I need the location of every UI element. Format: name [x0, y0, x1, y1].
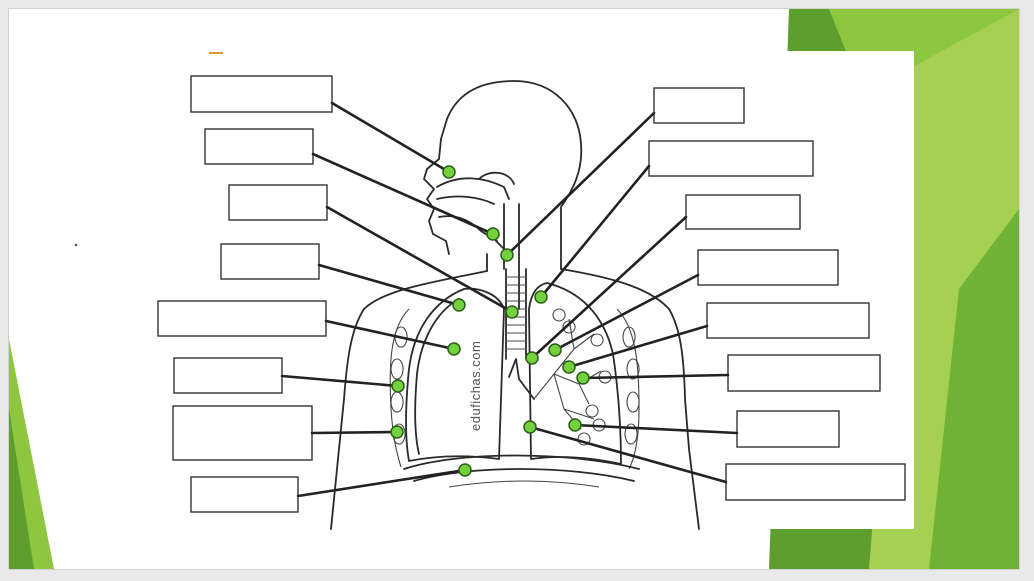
label-box[interactable]: [174, 358, 282, 393]
marker-dot: [487, 228, 499, 240]
marker-dot: [526, 352, 538, 364]
marker-dot: [524, 421, 536, 433]
marker-dot: [391, 426, 403, 438]
slide: edufichas.com: [8, 8, 1020, 570]
label-box[interactable]: [173, 406, 312, 460]
marker-dot: [549, 344, 561, 356]
label-box[interactable]: [158, 301, 326, 336]
label-box[interactable]: [191, 477, 298, 512]
body-outline: [331, 81, 699, 529]
marker-dot: [563, 361, 575, 373]
marker-dot: [577, 372, 589, 384]
marker-dot: [459, 464, 471, 476]
label-box[interactable]: [191, 76, 332, 112]
marker-dot: [448, 343, 460, 355]
label-box[interactable]: [221, 244, 319, 279]
marker-dot: [392, 380, 404, 392]
respiratory-system-diagram: edufichas.com: [9, 9, 1019, 569]
label-box[interactable]: [654, 88, 744, 123]
label-box[interactable]: [737, 411, 839, 447]
label-box[interactable]: [698, 250, 838, 285]
label-box[interactable]: [726, 464, 905, 500]
watermark-text: edufichas.com: [468, 341, 483, 431]
marker-dot: [506, 306, 518, 318]
label-box[interactable]: [707, 303, 869, 338]
label-box[interactable]: [205, 129, 313, 164]
label-box[interactable]: [229, 185, 327, 220]
marker-dot: [535, 291, 547, 303]
marker-dot: [569, 419, 581, 431]
label-box[interactable]: [728, 355, 880, 391]
marker-dot: [501, 249, 513, 261]
marker-dot: [453, 299, 465, 311]
lung-left: [390, 289, 504, 467]
label-box[interactable]: [686, 195, 800, 229]
marker-dot: [443, 166, 455, 178]
label-box[interactable]: [649, 141, 813, 176]
label-boxes-left: [158, 76, 332, 512]
